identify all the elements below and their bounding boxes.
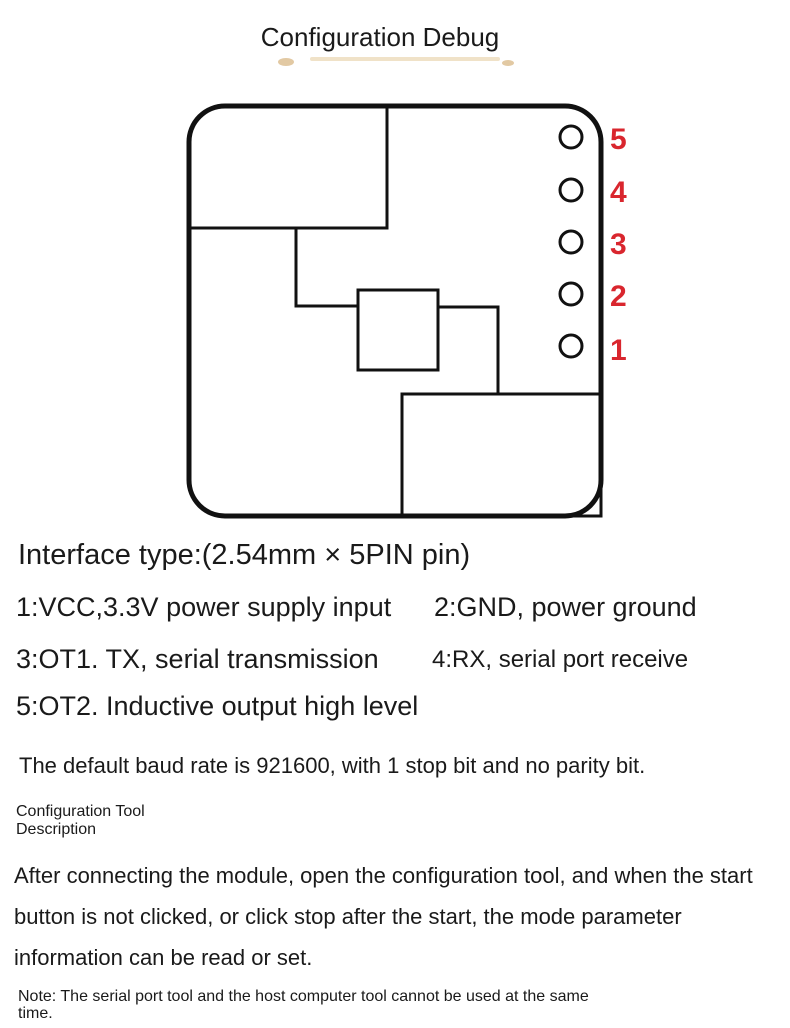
page-title: Configuration Debug [260,22,500,52]
pin-label-3: 3 [610,228,627,261]
pin-hole-2 [558,281,584,307]
pin-hole-5 [558,124,584,150]
pin-hole-1 [558,333,584,359]
pin-label-2: 2 [610,280,627,313]
pin-1-description: 1:VCC,3.3V power supply input [16,592,392,622]
module-pin-diagram: 5 4 3 2 1 [186,103,627,519]
pin-label-5: 5 [610,123,627,156]
pin-label-1: 1 [610,334,627,367]
bottom-right-block [400,392,603,518]
top-left-block [189,106,389,230]
pin-4-description: 4:RX, serial port receive [432,646,689,673]
left-trace [189,226,358,308]
right-trace [438,305,500,394]
baud-rate-note: The default baud rate is 921600, with 1 … [19,753,646,778]
usage-note: Note: The serial port tool and the host … [18,988,589,1022]
interface-type-line: Interface type:(2.54mm × 5PIN pin) [18,539,471,571]
tool-description: After connecting the module, open the co… [14,863,753,970]
tool-title-line-2: Description [16,821,97,838]
pin-label-4: 4 [610,176,627,209]
pin-2-description: 2:GND, power ground [434,592,697,622]
tool-title-line-1: Configuration Tool [16,803,145,820]
pin-hole-4 [558,177,584,203]
pin-3-description: 3:OT1. TX, serial transmission [16,644,379,674]
pin-5-description: 5:OT2. Inductive output high level [16,691,419,721]
center-chip [356,288,440,372]
module-outline [186,103,604,519]
tool-section-title: Configuration Tool Description [16,803,145,839]
title-underline-decoration [278,57,514,66]
pin-hole-3 [558,229,584,255]
